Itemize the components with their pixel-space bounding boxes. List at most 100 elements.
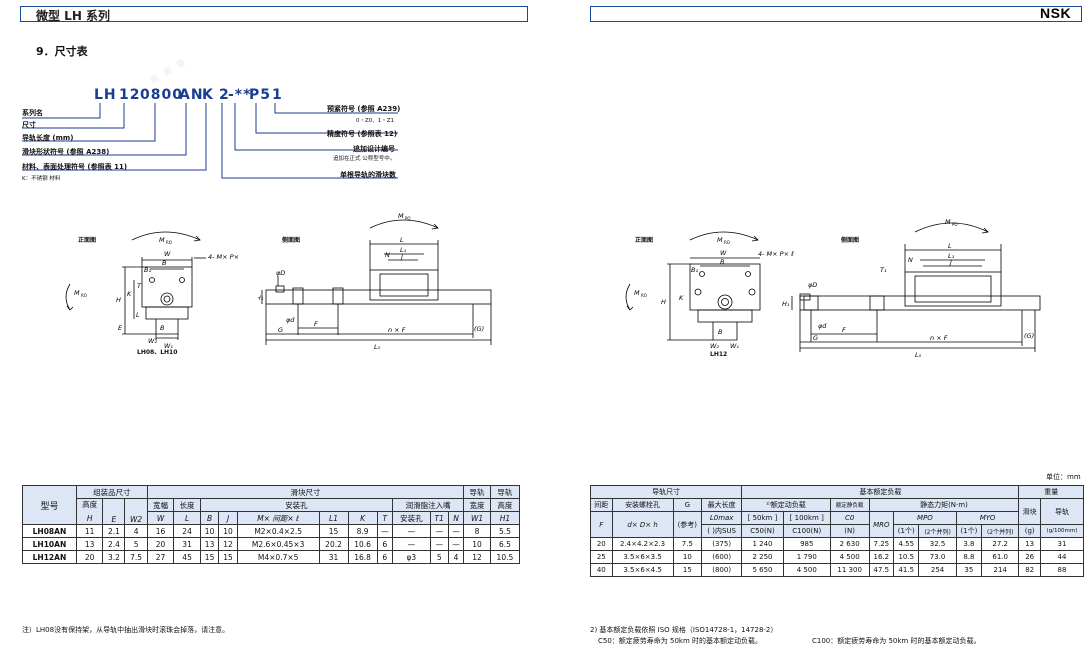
svg-text:M: M — [398, 212, 404, 220]
cell: 2 250 — [741, 550, 784, 564]
myo-label: MYO — [955, 511, 1020, 525]
svg-text:J: J — [948, 258, 952, 266]
caption-lh08-lh10: LH08、LH10 — [137, 349, 178, 356]
svg-text:G: G — [278, 326, 283, 334]
cell: 15 — [672, 563, 703, 577]
label-design-sub: 追加在正式 公称型号中。 — [333, 156, 396, 162]
cell: LH10AN — [22, 537, 77, 551]
svg-text:F: F — [314, 320, 318, 328]
sym-w: W — [146, 511, 175, 525]
cell: 1 790 — [782, 550, 831, 564]
cell: (600) — [701, 550, 743, 564]
svg-text:RO: RO — [724, 240, 730, 245]
cell: 2.1 — [102, 524, 126, 538]
svg-text:PO: PO — [405, 216, 411, 221]
cell: 7.5 — [672, 537, 703, 551]
group-load: 基本额定负载 — [741, 485, 1020, 499]
label-accuracy: 精度符号 (参照表 12) — [327, 130, 398, 138]
sym-dxdxh: d× D× h — [611, 511, 674, 538]
caption-lh12: LH12 — [710, 351, 728, 358]
cell: 88 — [1039, 563, 1085, 577]
side-view-drawing-left: MPO L L₁ J N φD H₁ φd F G n × F (G) L₀ — [258, 212, 492, 351]
svg-text:T₁: T₁ — [880, 266, 887, 274]
svg-text:RO: RO — [641, 293, 647, 298]
table-row: LH10AN 13 2.4 5 20 31 13 12 M2.6×0.45×3 … — [22, 537, 521, 551]
cell: 44 — [1039, 550, 1085, 564]
cell: 10.5 — [489, 550, 521, 564]
svg-text:M: M — [945, 218, 951, 226]
svg-text:B: B — [720, 258, 725, 266]
table-right-note-1: 2) 基本额定负载依照 ISO 规格（ISO14728-1，14728-2） — [590, 626, 778, 634]
cell: 31 — [318, 550, 349, 564]
sym-k: K — [347, 511, 378, 525]
svg-text:W₂: W₂ — [148, 337, 157, 345]
mpo-one-label: (1个) — [893, 524, 920, 538]
sym-w2: W2 — [124, 498, 148, 525]
c50-label: C50(N) — [741, 524, 784, 538]
cell: — — [392, 537, 431, 551]
cell: 27.2 — [981, 537, 1020, 551]
gm-unit-label: (g/100mm) — [1039, 524, 1085, 538]
page-title: 微型 LH 系列 — [36, 9, 111, 23]
group-slider: 滑块尺寸 — [146, 485, 465, 499]
cell: 12 — [218, 537, 238, 551]
cell: 2.4×4.2×2.3 — [611, 537, 674, 551]
cell: M2.6×0.45×3 — [236, 537, 320, 551]
cell: 10 — [199, 524, 220, 538]
cell: 27 — [146, 550, 175, 564]
cell: 12 — [463, 550, 491, 564]
cell: 16.2 — [868, 550, 895, 564]
cell: LH08AN — [22, 524, 77, 538]
mount-hole-label: 安装孔 — [199, 498, 394, 512]
stat-load-label: 额定静负载 — [829, 498, 870, 512]
svg-text:H₁: H₁ — [782, 300, 790, 308]
cell: 6.5 — [489, 537, 521, 551]
cell: 4 500 — [829, 550, 870, 564]
cell: 32.5 — [918, 537, 957, 551]
svg-text:L₁: L₁ — [948, 252, 955, 260]
svg-text:n × F: n × F — [930, 334, 948, 342]
n-unit-label: (N) — [829, 524, 870, 538]
cell: 10.6 — [347, 537, 378, 551]
svg-text:PO: PO — [952, 222, 958, 227]
table-left-body: LH08AN 11 2.1 4 16 24 10 10 M2×0.4×2.5 1… — [22, 524, 521, 564]
table-right-body: 20 2.4×4.2×2.3 7.5 (375) 1 240 985 2 630… — [590, 537, 1085, 577]
cell: (375) — [701, 537, 743, 551]
sym-h: H — [86, 514, 93, 523]
cell: 15 — [318, 524, 349, 538]
svg-text:4- M× P× ℓ: 4- M× P× ℓ — [758, 250, 794, 258]
cell: 20 — [590, 537, 613, 551]
rail-weight-label: 导轨 — [1039, 498, 1085, 525]
table-left-note: 注）LH08没有保持架，从导轨中抽出滑块时滚珠会掉落，请注意。 — [22, 626, 230, 634]
table-row: LH12AN 20 3.2 7.5 27 45 15 15 M4×0.7×5 3… — [22, 550, 521, 564]
cell: 4.55 — [893, 537, 920, 551]
cell: — — [376, 524, 394, 538]
width-label: 宽幅 — [146, 498, 175, 512]
label-length: 导轨长度 (mm) — [22, 134, 74, 142]
cell: 8.9 — [347, 524, 378, 538]
svg-text:N: N — [385, 251, 390, 259]
group-rail-dims: 导轨尺寸 — [589, 485, 743, 499]
cell: 20.2 — [318, 537, 349, 551]
cell: 8.8 — [955, 550, 983, 564]
height-label: 高度 — [82, 500, 98, 509]
cell: 11 — [75, 524, 104, 538]
svg-text:E: E — [118, 324, 123, 332]
unit-label: 单位：mm — [1046, 473, 1081, 481]
cell: 16 — [146, 524, 175, 538]
svg-text:F: F — [842, 326, 846, 334]
sym-b: B — [199, 511, 220, 525]
cell: 24 — [173, 524, 201, 538]
cell: — — [392, 524, 431, 538]
cell: φ3 — [392, 550, 431, 564]
cell: 10 — [463, 537, 491, 551]
label-design: 追加设计编号 — [353, 145, 395, 153]
cell: 2.4 — [102, 537, 126, 551]
svg-text:H: H — [661, 298, 666, 306]
label-series: 系列名 — [22, 109, 43, 117]
km100-label: [ 100km ] — [782, 511, 831, 525]
svg-text:T: T — [137, 282, 142, 290]
svg-text:B₁: B₁ — [691, 266, 698, 274]
